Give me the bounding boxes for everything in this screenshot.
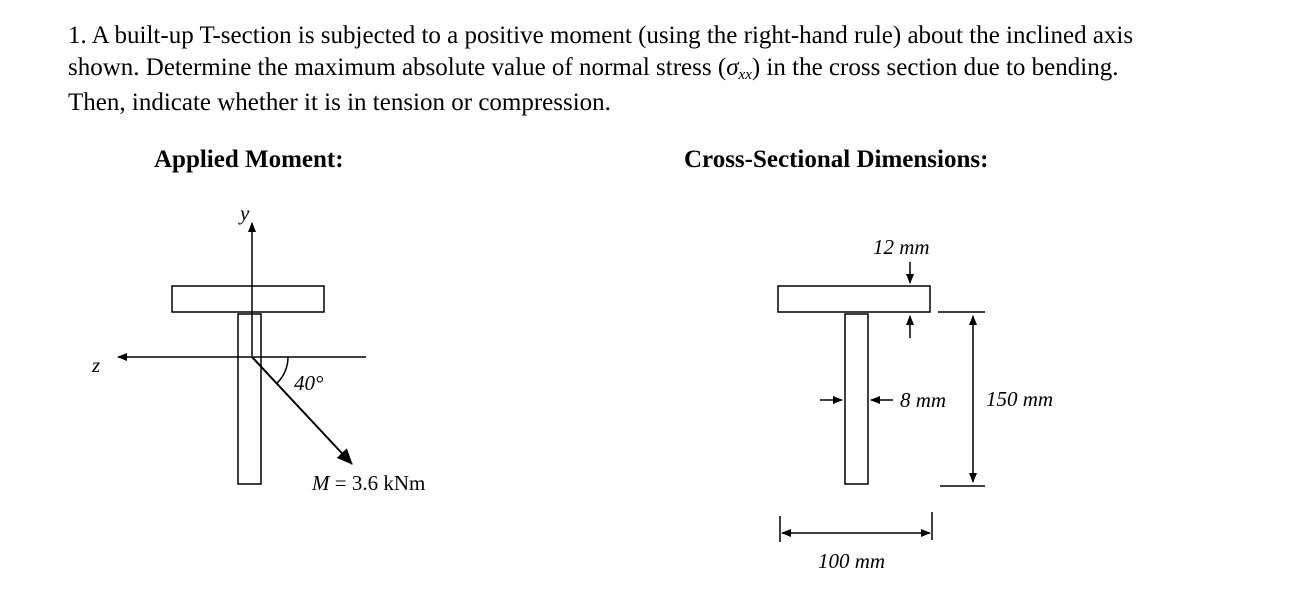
sigma-subscript: xx	[738, 67, 752, 83]
moment-symbol: M	[311, 471, 331, 495]
flange-thickness-label: 12 mm	[873, 235, 930, 259]
right-web	[844, 313, 869, 485]
moment-vector-arrow	[251, 356, 353, 465]
left-flange	[171, 285, 325, 313]
left-web	[237, 313, 262, 485]
problem-line-2-end: ) in the cross section due to bending.	[751, 54, 1119, 81]
problem-line-3: Then, indicate whether it is in tension …	[68, 89, 611, 116]
height-label: 150 mm	[986, 387, 1053, 411]
angle-label: 40°	[294, 371, 324, 395]
sigma-symbol: σ	[726, 54, 739, 81]
z-axis-label: z	[91, 353, 100, 377]
angle-arc	[275, 356, 289, 385]
web-thickness-label: 8 mm	[900, 388, 946, 412]
width-label: 100 mm	[818, 549, 885, 573]
cross-section-heading: Cross-Sectional Dimensions:	[684, 146, 989, 173]
cross-section-figure: 12 mm 8 mm 150 mm 100 mm	[777, 235, 1053, 573]
problem-line-2: shown. Determine the maximum absolute va…	[68, 52, 1268, 87]
problem-line-1: 1. A built-up T-section is subjected to …	[68, 22, 1134, 49]
y-axis-label: y	[238, 201, 250, 225]
applied-moment-figure: y z 40° M = 3.6 kNm	[91, 201, 425, 495]
applied-moment-heading: Applied Moment:	[154, 146, 344, 173]
problem-statement: 1. A built-up T-section is subjected to …	[68, 20, 1268, 119]
problem-line-2-start: shown. Determine the maximum absolute va…	[68, 54, 727, 81]
moment-label: M = 3.6 kNm	[311, 471, 425, 495]
moment-value: = 3.6 kNm	[330, 471, 426, 495]
right-flange	[777, 285, 931, 313]
